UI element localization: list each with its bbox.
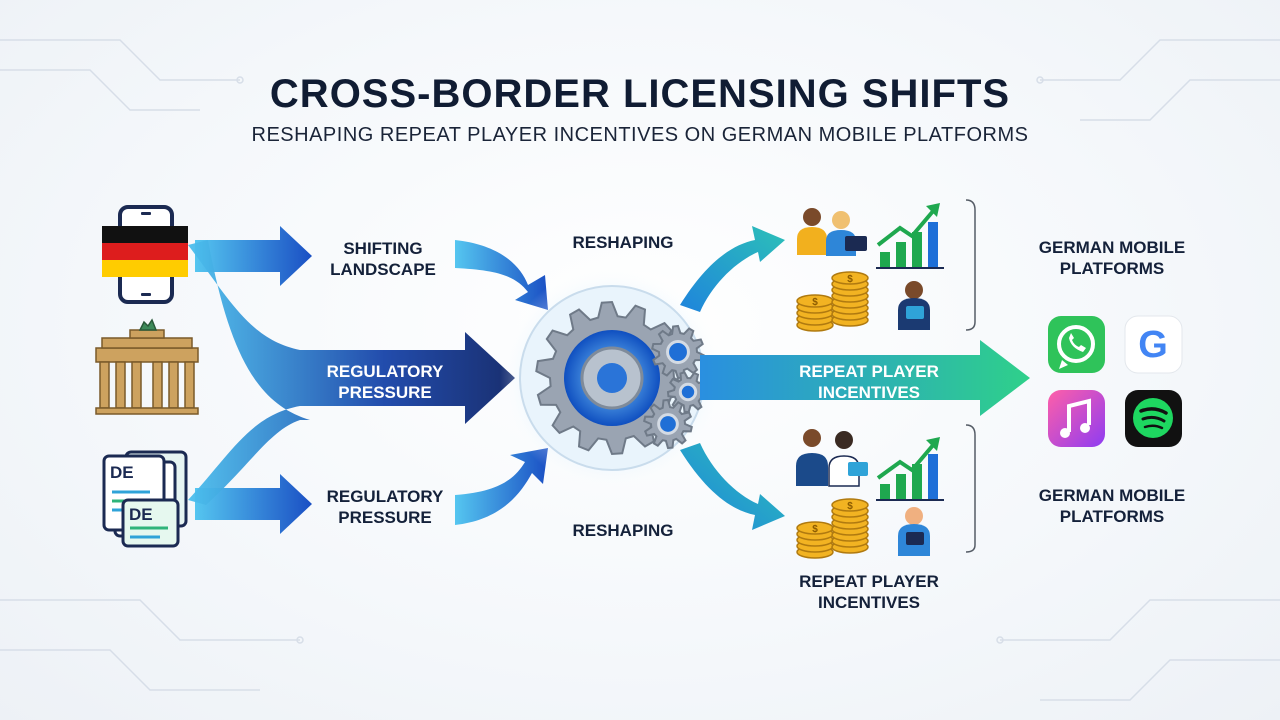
label-line: PRESSURE [338,508,432,527]
coin-symbol: $ [812,297,818,308]
small-gear-1-hub [666,340,690,364]
bracket-top [965,199,976,331]
arrow-shifting [195,226,312,286]
label-repeat-player-bottom: REPEAT PLAYER INCENTIVES [780,571,958,613]
coin-stacks-icon-top: $$ [796,271,869,332]
page-subtitle: RESHAPING REPEAT PLAYER INCENTIVES ON GE… [251,124,1029,146]
label-line: REPEAT PLAYER [799,572,939,591]
label-line: INCENTIVES [817,593,921,612]
coin-stacks-icon-bottom: $$ [796,498,869,559]
arrow-out-top [680,226,785,312]
brandenburg-gate-icon [95,318,199,415]
arrow-regulatory-mid [188,240,515,505]
google-letter: G [1138,324,1168,366]
label-regulatory-pressure-bottom: REGULATORY PRESSURE [312,486,458,528]
doc-tag-bottom: DE [129,505,153,524]
coin [831,498,869,512]
person-tablet-icon-bottom [898,507,930,556]
circuit-decoration [0,39,1280,701]
arrow-into-gear-bottom [455,448,548,525]
label-reshaping-top: RESHAPING [572,233,674,252]
coin-symbol: $ [847,501,853,512]
label-reshaping-bottom: RESHAPING [572,521,674,540]
coin-symbol: $ [812,524,818,535]
apple-music-icon [1048,390,1105,447]
people-laptop-icon-bottom [796,429,868,487]
label-line: PRESSURE [338,383,432,402]
arrow-out-bottom [680,443,785,530]
growth-chart-icon-bottom [876,437,944,501]
label-repeat-player-mid: REPEAT PLAYER INCENTIVES [780,361,958,403]
label-line: LANDSCAPE [330,260,436,279]
label-line: REGULATORY [326,487,444,506]
growth-chart-icon-top [876,203,944,269]
person-tablet-icon-top [898,281,930,330]
label-line: GERMAN MOBILE [1038,238,1186,257]
label-line: PLATFORMS [1059,507,1165,526]
phone-flag-icon [102,205,188,304]
label-line: REGULATORY [326,362,444,381]
de-documents-icon: DE DE [102,450,188,548]
google-icon: G [1124,315,1183,374]
arrow-into-gear-top [455,240,548,310]
small-gear-3-hub [657,413,679,435]
page-title: CROSS-BORDER LICENSING SHIFTS [269,72,1011,116]
coin [831,271,869,285]
label-line: SHIFTING [343,239,423,258]
central-gear-assembly [500,266,724,490]
label-line: GERMAN MOBILE [1038,486,1186,505]
label-line: INCENTIVES [817,383,921,402]
arrow-regulatory-bottom [195,474,312,534]
bracket-bottom [965,424,976,553]
label-line: REPEAT PLAYER [799,362,939,381]
doc-tag-top: DE [110,463,134,482]
label-platforms-top: GERMAN MOBILE PLATFORMS [1020,237,1204,279]
label-shifting-landscape: SHIFTING LANDSCAPE [318,238,448,280]
label-platforms-bottom: GERMAN MOBILE PLATFORMS [1020,485,1204,527]
arrow-repeat-player-mid [700,340,1030,416]
small-gear-2-hub [678,382,698,402]
coin-symbol: $ [847,274,853,285]
label-line: PLATFORMS [1059,259,1165,278]
spotify-icon [1125,390,1182,447]
label-regulatory-pressure-mid: REGULATORY PRESSURE [312,361,458,403]
people-laptop-icon-top [797,208,867,256]
whatsapp-icon [1048,316,1105,373]
